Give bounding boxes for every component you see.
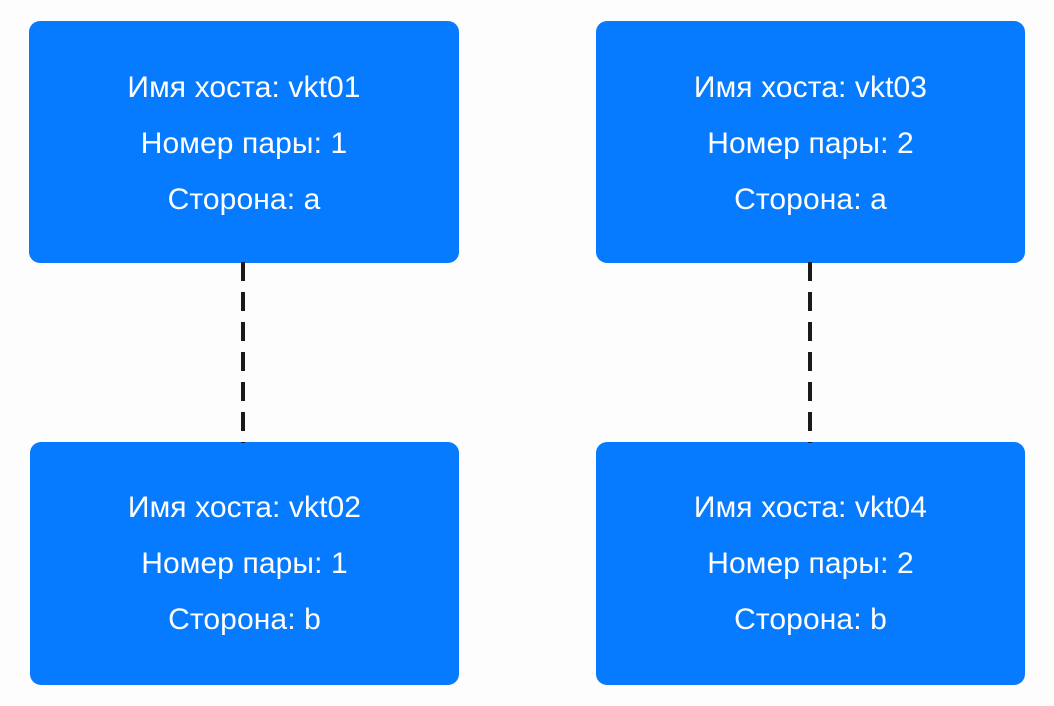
node-vkt04-pair-line: Номер пары: 2 [707,547,914,580]
node-vkt04-text: Имя хоста: vkt04 Номер пары: 2 Сторона: … [596,480,1025,648]
node-vkt03-side-line: Сторона: a [734,183,887,216]
node-vkt02-text: Имя хоста: vkt02 Номер пары: 1 Сторона: … [30,480,459,648]
node-box-vkt04[interactable]: Имя хоста: vkt04 Номер пары: 2 Сторона: … [596,442,1025,685]
node-vkt01-side-line: Сторона: a [167,183,321,216]
node-vkt01-hostname-line: Имя хоста: vkt01 [127,71,361,104]
node-box-vkt02[interactable]: Имя хоста: vkt02 Номер пары: 1 Сторона: … [30,442,459,685]
node-vkt01-text: Имя хоста: vkt01 Номер пары: 1 Сторона: … [29,60,459,228]
node-vkt03-text: Имя хоста: vkt03 Номер пары: 2 Сторона: … [596,60,1025,228]
node-vkt02-side-line: Сторона: b [168,603,321,636]
node-vkt02-hostname-line: Имя хоста: vkt02 [127,491,362,524]
connector-dashed-line-pair-2 [808,262,812,443]
node-vkt03-hostname-line: Имя хоста: vkt03 [693,71,928,104]
node-box-vkt03[interactable]: Имя хоста: vkt03 Номер пары: 2 Сторона: … [596,21,1025,263]
node-vkt03-pair-line: Номер пары: 2 [707,127,914,160]
node-box-vkt01[interactable]: Имя хоста: vkt01 Номер пары: 1 Сторона: … [29,21,459,263]
node-vkt02-pair-line: Номер пары: 1 [141,547,348,580]
node-vkt04-side-line: Сторона: b [734,603,887,636]
node-vkt01-pair-line: Номер пары: 1 [140,127,348,160]
connector-dashed-line-pair-1 [241,262,245,443]
node-vkt04-hostname-line: Имя хоста: vkt04 [693,491,928,524]
